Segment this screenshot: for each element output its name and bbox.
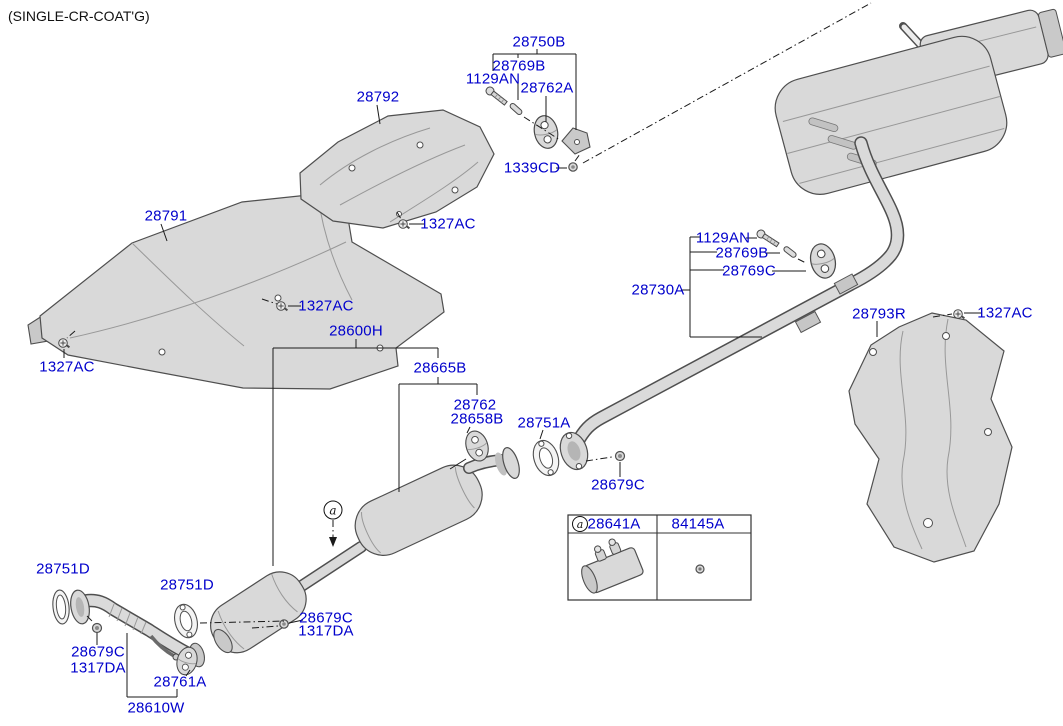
part-label-28792[interactable]: 28792 [356,88,400,106]
front-pipe [70,589,205,668]
part-label-28769b-top[interactable]: 28769B [492,57,546,75]
part-label-28793r[interactable]: 28793R [852,305,906,323]
catalytic-converter [210,541,367,654]
part-label-1327ac-left[interactable]: 1327AC [39,358,95,376]
part-label-28658b[interactable]: 28658B [450,410,504,428]
pin-28769b-right [782,245,798,259]
part-label-28600h[interactable]: 28600H [329,322,383,340]
part-label-1327ac-mid[interactable]: 1327AC [298,297,354,315]
hanger-bracket-28750b [561,127,591,155]
inset-callout-a-marker: a [572,516,588,532]
nut-28679c-rear [614,450,626,462]
part-label-28751d-center[interactable]: 28751D [160,576,214,594]
part-label-28679c-mid[interactable]: 28679C [299,609,353,627]
gasket-28751d-left [52,589,70,625]
inset-table [567,514,752,601]
nut-28679c-mid [279,619,289,629]
part-label-28769b-right[interactable]: 28769B [715,244,769,262]
flex-coupling [108,603,147,635]
heat-shield-28791 [27,193,445,390]
callout-arrowhead [329,537,337,547]
rear-pipe-flange [559,431,589,471]
part-label-28751a[interactable]: 28751A [517,414,571,432]
rear-muffler [774,35,1008,195]
part-label-28750b[interactable]: 28750B [512,33,566,51]
part-label-28679c-front[interactable]: 28679C [71,643,125,661]
part-label-1317da-mid[interactable]: 1317DA [298,622,354,640]
inset-part-label-84145a[interactable]: 84145A [671,515,725,533]
part-label-28762[interactable]: 28762 [453,396,497,414]
rear-exhaust-pipe [570,136,905,450]
center-outlet-flange [494,447,520,479]
part-label-28730a[interactable]: 28730A [631,281,685,299]
part-label-1339cd[interactable]: 1339CD [503,159,561,177]
inset-part-label-28641a[interactable]: 28641A [587,515,641,533]
heat-shield-28793r [848,312,1013,563]
part-label-28610w[interactable]: 28610W [127,699,185,717]
center-muffler [354,454,507,556]
part-label-28761a[interactable]: 28761A [153,673,207,691]
grommet-84145a-drawing [695,564,705,574]
heat-shield-28792 [299,109,495,229]
pin-28769b-top [508,101,524,117]
part-label-1327ac-right[interactable]: 1327AC [977,304,1033,322]
part-label-1129an-right[interactable]: 1129AN [695,229,751,247]
diagram-title: (SINGLE-CR-COAT'G) [8,8,150,24]
gasket-28751a [532,439,560,477]
rubber-hanger-28769c [806,240,840,282]
clamp-28641a-drawing [581,538,644,594]
alignment-lines [66,2,953,629]
part-label-28665b[interactable]: 28665B [413,359,467,377]
part-label-1327ac-top[interactable]: 1327AC [420,215,476,233]
part-label-1129an-top[interactable]: 1129AN [465,70,521,88]
gasket-28751d-center [174,603,198,639]
part-label-28791[interactable]: 28791 [144,207,188,225]
bolt-1129an-top [483,84,509,107]
part-label-28751d-left[interactable]: 28751D [36,560,90,578]
part-label-1317da-front[interactable]: 1317DA [70,659,126,677]
nut-28679c-front [91,622,103,634]
nut-1339cd [568,162,578,172]
screw-1327ac-right [952,308,966,320]
callout-a-marker: a [323,500,343,520]
leader-lines [63,49,981,698]
part-label-28679c-rear[interactable]: 28679C [591,476,645,494]
part-label-28769c[interactable]: 28769C [722,262,776,280]
part-label-28762a[interactable]: 28762A [520,79,574,97]
